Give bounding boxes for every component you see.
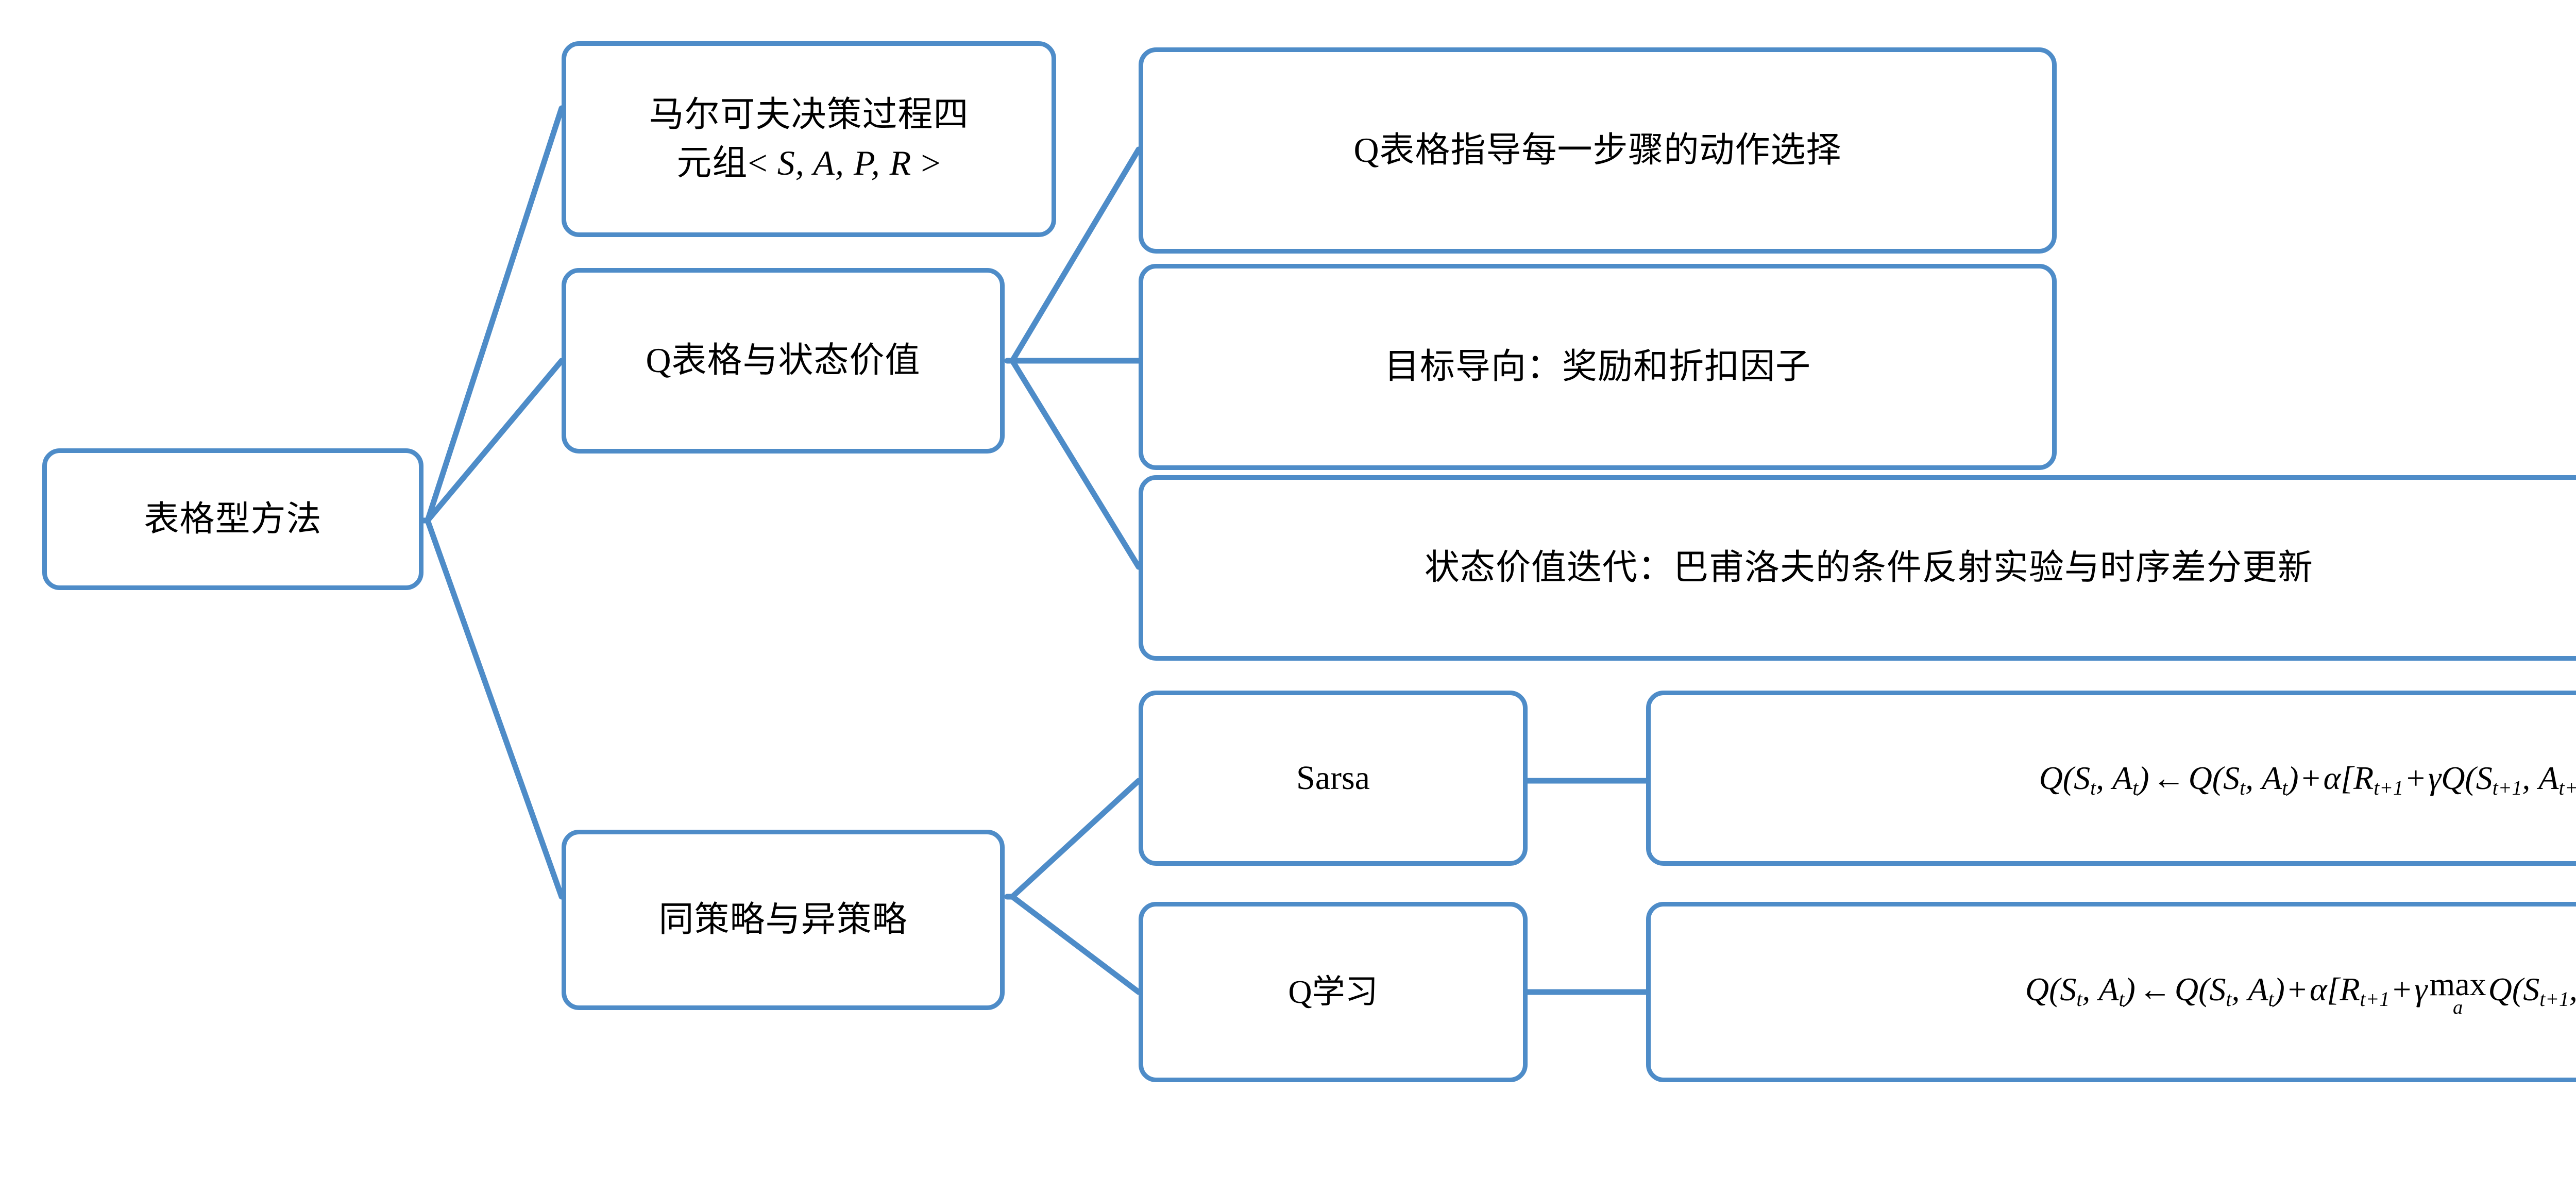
node-qtable-child-1-label: Q表格指导每一步骤的动作选择 xyxy=(1353,130,1842,170)
node-qtable-child-2-label: 目标导向：奖励和折扣因子 xyxy=(1384,347,1811,387)
node-qtable-state-value[interactable]: Q表格与状态价值 xyxy=(562,268,1005,454)
node-qtable-label: Q表格与状态价值 xyxy=(646,341,921,380)
node-mdp-label-line1: 马尔可夫决策过程四 xyxy=(649,95,969,135)
node-mdp-label-line2-suffix: > xyxy=(911,143,941,182)
node-on-off-policy[interactable]: 同策略与异策略 xyxy=(562,830,1005,1010)
node-qtable-child-action-selection[interactable]: Q表格指导每一步骤的动作选择 xyxy=(1139,47,2057,254)
node-root-label: 表格型方法 xyxy=(144,499,322,539)
qlearning-formula-text: Q(St, At)←Q(St, At)+α[Rt+1+γmaxaQ(St+1, … xyxy=(2025,966,2576,1019)
edge-policy-to-sarsa xyxy=(1009,778,1142,900)
node-qlearning-label: Q学习 xyxy=(1288,973,1378,1010)
node-sarsa-label: Sarsa xyxy=(1296,759,1370,797)
node-qlearning-formula[interactable]: Q(St, At)←Q(St, At)+α[Rt+1+γmaxaQ(St+1, … xyxy=(1646,902,2576,1082)
node-q-learning[interactable]: Q学习 xyxy=(1139,902,1528,1082)
node-mdp-label-line2-prefix: 元组< xyxy=(676,143,777,182)
sarsa-formula-text: Q(St, At)←Q(St, At)+α[Rt+1+γQ(St+1, At+1… xyxy=(2039,759,2576,799)
node-sarsa[interactable]: Sarsa xyxy=(1139,691,1528,866)
node-qtable-child-3-label: 状态价值迭代：巴甫洛夫的条件反射实验与时序差分更新 xyxy=(1424,548,2313,587)
edge-root-to-policy xyxy=(425,517,565,900)
node-mdp-label-line2-vars: S, A, P, R xyxy=(777,143,912,182)
edge-policy-to-qlearning xyxy=(1009,894,1142,995)
edge-root-to-mdp xyxy=(425,105,565,524)
node-root-tabular-methods[interactable]: 表格型方法 xyxy=(42,448,423,590)
node-qtable-child-value-iteration[interactable]: 状态价值迭代：巴甫洛夫的条件反射实验与时序差分更新 xyxy=(1139,475,2576,661)
node-mdp-tuple[interactable]: 马尔可夫决策过程四 元组< S, A, P, R > xyxy=(562,41,1056,237)
edge-qtable-to-child3 xyxy=(1009,358,1142,570)
edge-root-to-qtable xyxy=(425,358,565,524)
node-sarsa-formula[interactable]: Q(St, At)←Q(St, At)+α[Rt+1+γQ(St+1, At+1… xyxy=(1646,691,2576,866)
node-policy-label: 同策略与异策略 xyxy=(658,900,908,939)
node-qtable-child-goal-oriented[interactable]: 目标导向：奖励和折扣因子 xyxy=(1139,264,2057,470)
